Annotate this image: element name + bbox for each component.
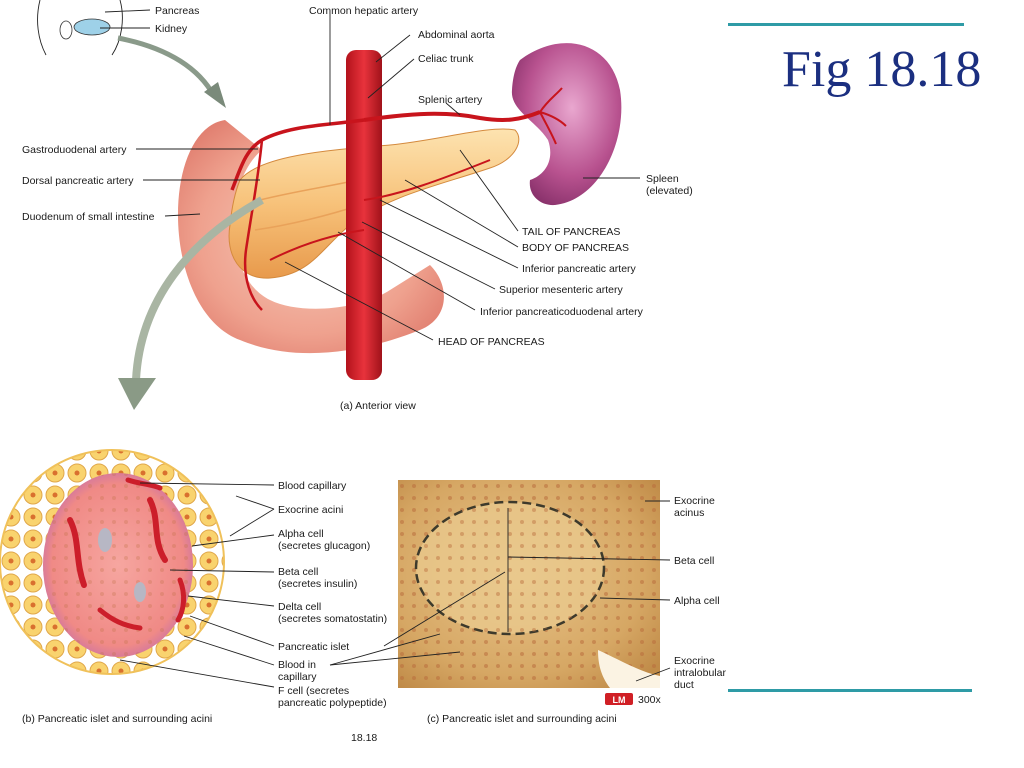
label-abdominal-aorta: Abdominal aorta (418, 29, 495, 41)
label-beta-cell: Beta cell (278, 566, 318, 578)
panel-b-leaders (119, 482, 275, 688)
label-splenic-artery: Splenic artery (418, 94, 483, 106)
caption-anterior-view: (a) Anterior view (340, 400, 416, 412)
label-exocrine-intralobular: Exocrine (674, 655, 715, 667)
caption-panel-b: (b) Pancreatic islet and surrounding aci… (22, 713, 212, 725)
label-gastroduodenal-artery: Gastroduodenal artery (22, 144, 127, 156)
label-duodenum: Duodenum of small intestine (22, 211, 155, 223)
label-body-of-pancreas: BODY OF PANCREAS (522, 242, 629, 254)
label-common-hepatic-artery: Common hepatic artery (309, 5, 419, 17)
label-exocrine-acini: Exocrine acini (278, 504, 343, 516)
label-superior-mesenteric-artery: Superior mesenteric artery (499, 284, 623, 296)
panel-a-labels: Pancreas Kidney Common hepatic artery Ab… (22, 5, 693, 412)
label-blood-in-capillary: capillary (278, 671, 317, 683)
label-exocrine-acinus: Exocrine (674, 495, 715, 507)
label-f-cell: F cell (secretes (278, 685, 349, 697)
label-micrograph-beta-cell: Beta cell (674, 555, 714, 567)
panel-c-leaders (329, 500, 671, 682)
panel-c-labels: Exocrine acinus Beta cell Alpha cell Exo… (427, 495, 726, 725)
magnification-label: 300x (638, 694, 662, 706)
panel-a-leaders (136, 14, 640, 341)
lm-badge: LM (613, 695, 626, 705)
figure-number: 18.18 (351, 732, 377, 744)
label-delta-cell: Delta cell (278, 601, 321, 613)
label-delta-cell-secretes: (secretes somatostatin) (278, 613, 387, 625)
label-celiac-trunk: Celiac trunk (418, 53, 474, 65)
label-exocrine-intralobular-3: duct (674, 679, 694, 691)
anatomy-illustration (177, 43, 622, 380)
label-kidney-inset: Kidney (155, 23, 188, 35)
label-spleen: Spleen (646, 173, 679, 185)
accent-rule-top (728, 23, 964, 26)
label-tail-of-pancreas: TAIL OF PANCREAS (522, 226, 620, 238)
label-exocrine-intralobular-2: intralobular (674, 667, 726, 679)
label-f-cell-secretes: pancreatic polypeptide) (278, 697, 387, 709)
label-inferior-pancreatic-artery: Inferior pancreatic artery (522, 263, 637, 275)
label-alpha-cell: Alpha cell (278, 528, 324, 540)
label-exocrine-acinus-2: acinus (674, 507, 704, 519)
label-pancreatic-islet: Pancreatic islet (278, 641, 349, 653)
islet-drawing (0, 449, 225, 675)
zoom-arrow (132, 196, 264, 381)
inset-body-sketch (37, 0, 151, 56)
label-beta-cell-secretes: (secretes insulin) (278, 578, 357, 590)
panel-b-labels: Blood capillary Exocrine acini Alpha cel… (22, 480, 387, 725)
label-alpha-cell-secretes: (secretes glucagon) (278, 540, 370, 552)
label-inferior-pancreaticoduodenal-artery: Inferior pancreaticoduodenal artery (480, 306, 644, 318)
label-blood-capillary: Blood capillary (278, 480, 347, 492)
inset-arrow (117, 35, 217, 98)
label-dorsal-pancreatic-artery: Dorsal pancreatic artery (22, 175, 134, 187)
micrograph: LM 300x (398, 480, 662, 706)
label-head-of-pancreas: HEAD OF PANCREAS (438, 336, 545, 348)
label-pancreas-inset: Pancreas (155, 5, 199, 17)
label-micrograph-alpha-cell: Alpha cell (674, 595, 720, 607)
label-blood-in: Blood in (278, 659, 316, 671)
caption-panel-c: (c) Pancreatic islet and surrounding aci… (427, 713, 617, 725)
accent-rule-bottom (728, 689, 972, 692)
slide-title: Fig 18.18 (782, 41, 982, 98)
label-spleen-elevated: (elevated) (646, 185, 693, 197)
